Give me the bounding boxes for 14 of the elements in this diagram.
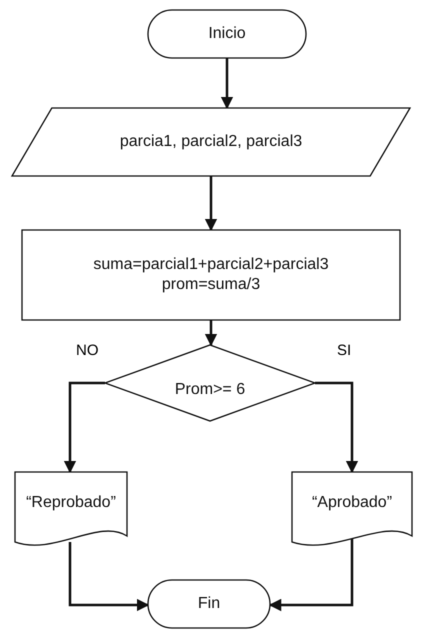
- node-text: Fin: [198, 594, 220, 614]
- node-text: Inicio: [208, 24, 246, 44]
- arrow: [220, 58, 234, 110]
- arrow: [204, 176, 218, 232]
- node-text: prom=suma/3: [162, 275, 260, 295]
- arrow: [204, 320, 218, 346]
- node-text: Prom>= 6: [174, 380, 246, 400]
- node-text: “Aprobado”: [312, 493, 392, 513]
- arrow: [68, 542, 150, 612]
- arrow: [315, 382, 358, 474]
- arrow: [64, 382, 105, 474]
- node-text: “Reprobado”: [26, 493, 116, 513]
- node-text: suma=parcial1+parcial2+parcial3: [93, 255, 329, 275]
- node-text: parcia1, parcial2, parcial3: [120, 132, 302, 152]
